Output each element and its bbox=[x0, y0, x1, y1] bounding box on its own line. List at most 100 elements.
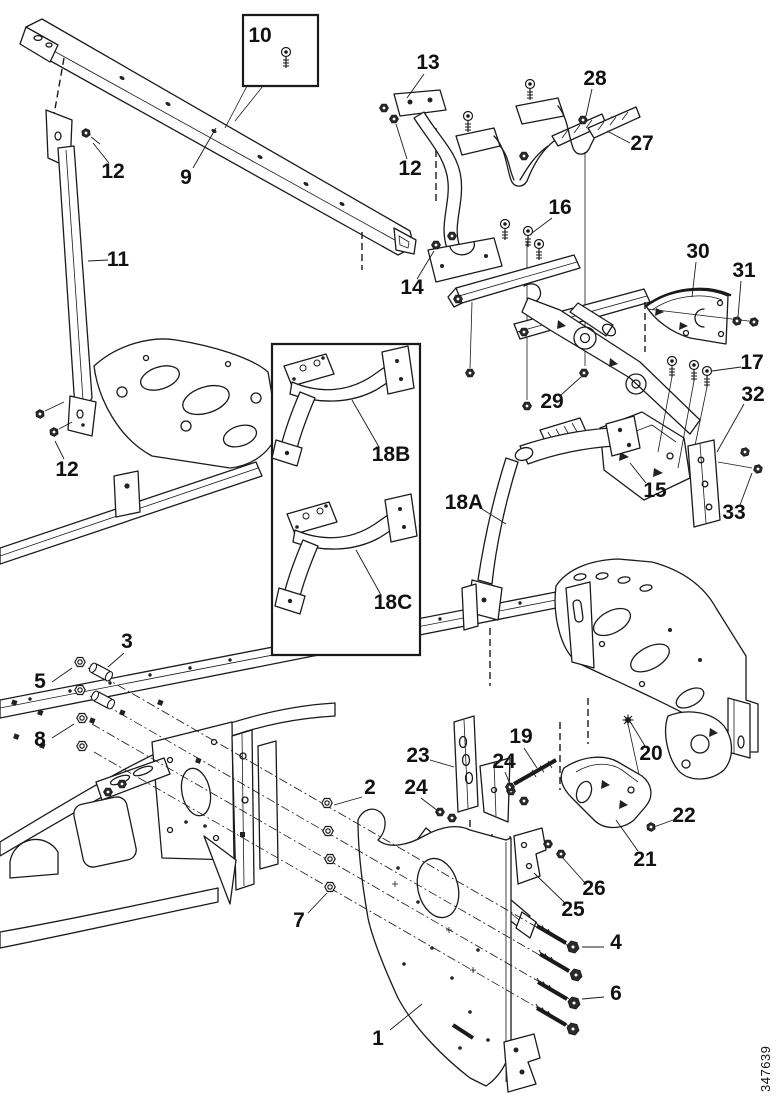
callout-leader-line bbox=[193, 128, 216, 168]
callout-leader-line bbox=[654, 820, 673, 827]
callout-leader-line bbox=[308, 893, 327, 913]
left-frame-lower bbox=[0, 699, 335, 948]
callout-leader-line bbox=[562, 857, 586, 884]
bolt-icon bbox=[522, 401, 532, 411]
bolt-icon bbox=[730, 314, 744, 328]
long-bolt-icon bbox=[537, 948, 584, 983]
bolt-icon bbox=[79, 127, 93, 139]
inset-detail-box bbox=[272, 344, 420, 655]
bolt-icon bbox=[519, 796, 529, 806]
callout-leader-line bbox=[630, 463, 646, 483]
bolt-icon bbox=[519, 327, 529, 337]
callout-label-10: 10 bbox=[248, 24, 271, 47]
callout-label-11: 11 bbox=[107, 248, 130, 271]
callout-leader-line bbox=[421, 798, 438, 811]
callout-label-30: 30 bbox=[686, 240, 709, 263]
callout-label-15: 15 bbox=[643, 479, 667, 502]
long-bolt-icon bbox=[534, 920, 581, 955]
callout-label-27: 27 bbox=[630, 132, 653, 155]
washer-icon bbox=[76, 740, 88, 752]
callout-label-8: 8 bbox=[34, 728, 46, 751]
callout-leader-line bbox=[717, 404, 744, 452]
screw-icon bbox=[462, 110, 474, 133]
callout-leader-line bbox=[582, 997, 604, 999]
screw-icon bbox=[533, 238, 545, 261]
callout-leader-line bbox=[52, 668, 72, 682]
brackets-23-24 bbox=[435, 716, 557, 872]
callout-label-31: 31 bbox=[732, 259, 756, 282]
tube-13 bbox=[379, 90, 503, 282]
callout-label-24: 24 bbox=[492, 750, 516, 773]
bracket-21 bbox=[561, 757, 658, 833]
bolt-icon bbox=[431, 240, 441, 250]
washer-icon bbox=[74, 684, 86, 696]
washer-icon bbox=[322, 825, 334, 837]
callout-label-18B: 18B bbox=[372, 443, 411, 466]
right-frame-rail bbox=[555, 559, 758, 804]
callout-label-13: 13 bbox=[416, 51, 439, 74]
bolts-4-6 bbox=[534, 920, 584, 1037]
callout-label-29: 29 bbox=[540, 390, 563, 413]
callout-label-5: 5 bbox=[34, 670, 46, 693]
bolt-icon bbox=[751, 462, 765, 476]
callout-label-12: 12 bbox=[398, 157, 421, 180]
callout-leader-line bbox=[55, 441, 64, 459]
figure-part-number: 347639 bbox=[758, 1046, 773, 1092]
callout-label-12: 12 bbox=[55, 458, 78, 481]
callout-leader-line bbox=[712, 367, 741, 371]
bolt-icon bbox=[465, 368, 475, 378]
callout-label-6: 6 bbox=[610, 982, 622, 1005]
bracket-18A bbox=[462, 416, 640, 686]
bolt-icon bbox=[447, 813, 457, 823]
bolt-icon bbox=[579, 368, 589, 378]
callout-leader-line bbox=[430, 760, 454, 767]
callout-leader-line bbox=[407, 74, 424, 98]
callout-leader-line bbox=[334, 797, 362, 805]
callout-leader-line bbox=[390, 1004, 422, 1030]
callout-leader-line bbox=[108, 653, 124, 667]
bolt-icon bbox=[379, 103, 389, 113]
callout-label-2: 2 bbox=[364, 776, 376, 799]
callout-label-23: 23 bbox=[406, 744, 429, 767]
bolt-icon bbox=[389, 114, 399, 124]
callout-label-9: 9 bbox=[180, 166, 192, 189]
callout-label-33: 33 bbox=[722, 501, 745, 524]
bolt-icon bbox=[519, 151, 529, 161]
screw-icon bbox=[522, 225, 534, 248]
callout-leader-line bbox=[534, 873, 565, 903]
callout-leader-line bbox=[352, 400, 379, 447]
strap-11 bbox=[33, 110, 100, 438]
bolt-icon bbox=[556, 849, 566, 859]
bolt-icon bbox=[578, 115, 588, 125]
long-bolt-icon bbox=[534, 1002, 581, 1037]
bolt-icon bbox=[453, 294, 463, 304]
callout-label-3: 3 bbox=[121, 630, 133, 653]
callout-leader-line bbox=[561, 377, 581, 395]
callout-label-18A: 18A bbox=[445, 491, 484, 514]
callout-label-17: 17 bbox=[740, 351, 763, 374]
bolt-icon bbox=[47, 426, 61, 438]
long-bolt-icon bbox=[535, 976, 582, 1011]
bracket-25 bbox=[514, 828, 566, 884]
callout-label-19: 19 bbox=[509, 725, 532, 748]
callout-leader-line bbox=[586, 89, 592, 116]
callout-label-20: 20 bbox=[639, 742, 662, 765]
bolt-icon bbox=[33, 408, 47, 420]
bracket-30 bbox=[646, 289, 761, 344]
callout-leader-line bbox=[616, 820, 638, 851]
callout-leader-line bbox=[396, 124, 407, 159]
callout-label-26: 26 bbox=[582, 877, 605, 900]
washer-icon bbox=[324, 881, 336, 893]
callout-label-25: 25 bbox=[561, 898, 585, 921]
callout-label-1: 1 bbox=[372, 1027, 384, 1050]
callout-leader-line bbox=[93, 143, 109, 163]
washer-icon bbox=[324, 853, 336, 865]
bolt-icon bbox=[747, 315, 761, 329]
callout-label-14: 14 bbox=[400, 276, 424, 299]
callout-leader-line bbox=[417, 251, 434, 279]
callout-leader-line bbox=[524, 748, 537, 768]
plate-1 bbox=[358, 809, 540, 1092]
callout-label-24: 24 bbox=[404, 776, 428, 799]
